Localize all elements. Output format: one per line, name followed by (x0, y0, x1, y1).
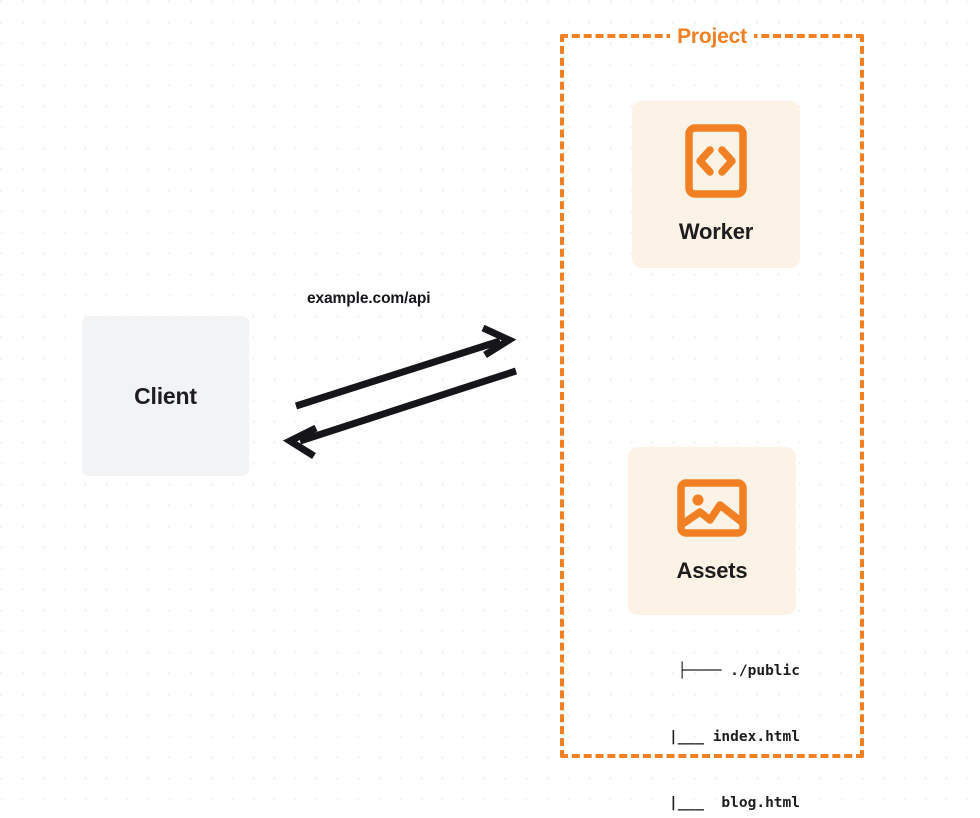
file-tree-line: |___ index.html (625, 729, 800, 745)
file-tree-line: ├──── ./public (677, 663, 800, 679)
worker-card-label: Worker (678, 219, 754, 244)
worker-card[interactable]: Worker (632, 101, 800, 268)
assets-card-label: Assets (676, 557, 748, 583)
file-tree-line: |___ blog.html (625, 795, 800, 811)
image-icon (677, 478, 747, 542)
connection-label: example.com/api (307, 290, 431, 307)
assets-card[interactable]: Assets (628, 447, 796, 615)
response-arrow (282, 367, 518, 459)
client-node[interactable]: Client (82, 316, 249, 476)
assets-file-tree: ├──── ./public |___ index.html |___ blog… (560, 616, 800, 818)
project-title: Project (670, 25, 754, 49)
code-brackets-icon (685, 124, 747, 203)
client-label: Client (134, 382, 197, 409)
request-arrow (294, 324, 517, 410)
project-container: Project (560, 25, 864, 758)
